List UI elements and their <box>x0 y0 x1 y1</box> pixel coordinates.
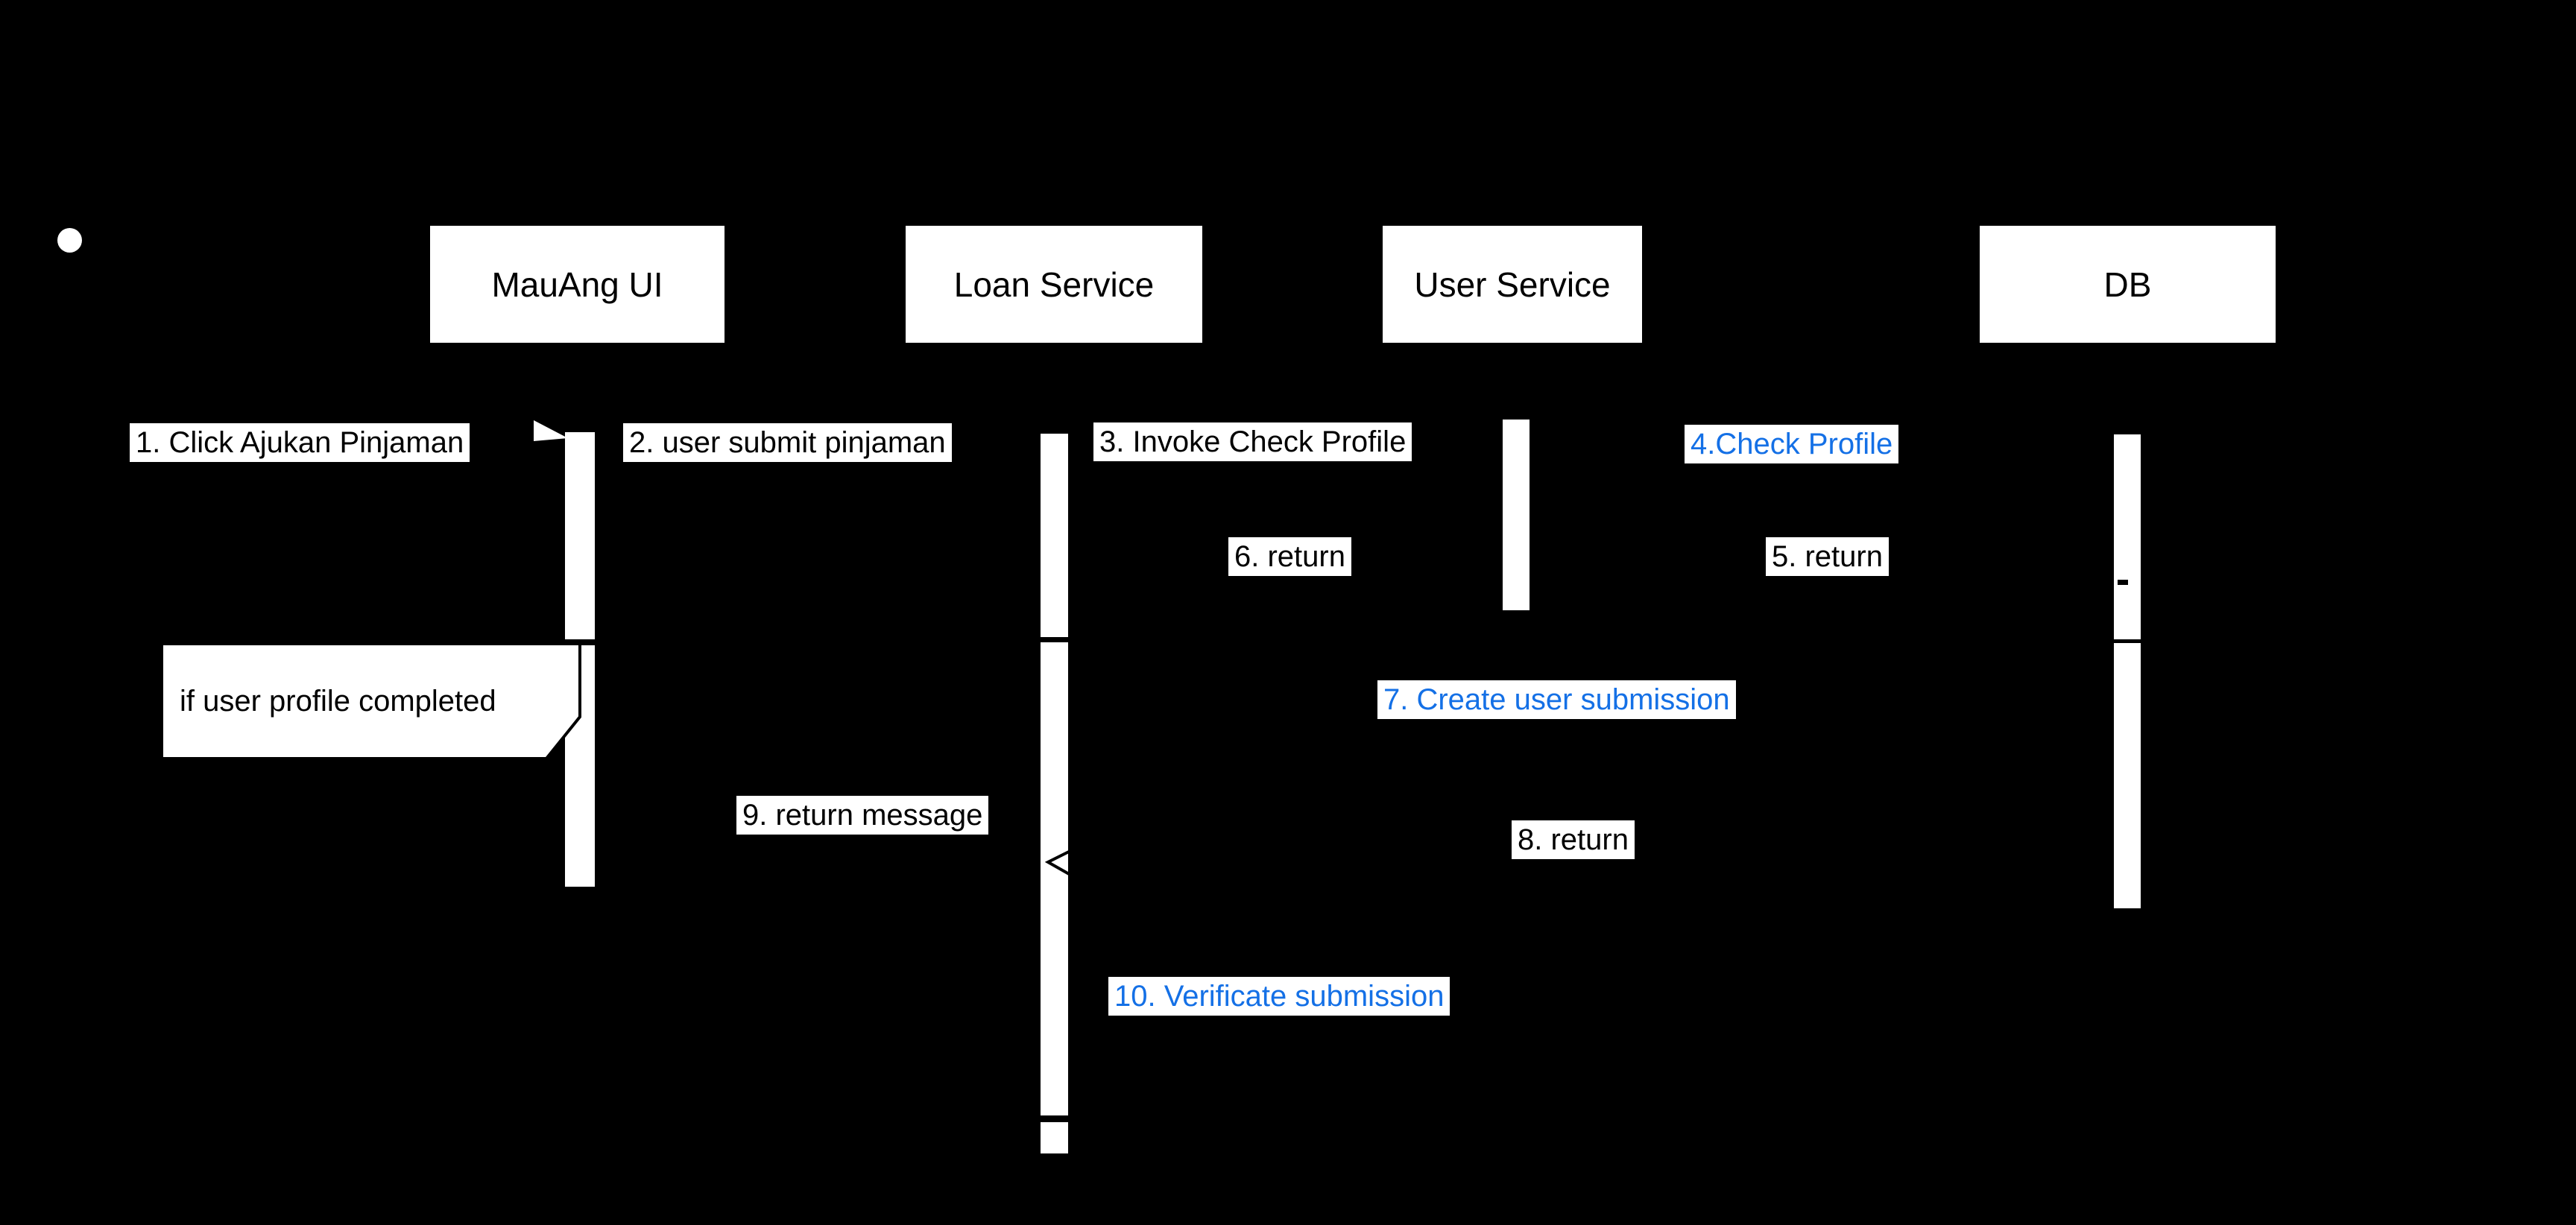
message-label-5: 5. return <box>1766 537 1889 576</box>
start-node-icon <box>57 228 82 253</box>
message-label-4: 4.Check Profile <box>1685 425 1899 463</box>
message-label-3: 3. Invoke Check Profile <box>1093 422 1412 461</box>
participant-loan-service: Loan Service <box>906 226 1202 343</box>
activation-bar-db-2 <box>2114 643 2141 908</box>
activation-bar-loan-2 <box>1041 642 1068 1115</box>
guard-note: if user profile completed <box>160 642 582 760</box>
message-1-arrowhead-icon <box>534 420 568 441</box>
message-label-7: 7. Create user submission <box>1377 680 1736 719</box>
message-label-1: 1. Click Ajukan Pinjaman <box>130 423 470 462</box>
participant-label: User Service <box>1414 265 1611 304</box>
activation-bar-loan-3 <box>1041 1122 1068 1153</box>
participant-label: DB <box>2103 265 2152 304</box>
db-dash-mark: - <box>2118 580 2128 585</box>
message-label-6: 6. return <box>1228 537 1351 576</box>
message-label-8: 8. return <box>1512 820 1635 859</box>
message-label-9: 9. return message <box>736 796 989 835</box>
message-label-2: 2. user submit pinjaman <box>623 423 952 462</box>
message-label-10: 10. Verificate submission <box>1108 977 1450 1016</box>
participant-user-service: User Service <box>1383 226 1642 343</box>
activation-bar-user-1 <box>1503 420 1530 610</box>
participant-mauang-ui: MauAng UI <box>430 226 724 343</box>
note-label: if user profile completed <box>180 684 496 718</box>
note-shape <box>160 642 581 760</box>
activation-bar-db-1 <box>2114 434 2141 639</box>
participant-label: Loan Service <box>953 265 1155 304</box>
activation-bar-mauang-1 <box>565 432 595 639</box>
return-arrowhead-icon <box>1045 849 1071 876</box>
participant-label: MauAng UI <box>491 265 663 304</box>
activation-bar-loan-1 <box>1041 434 1068 637</box>
participant-db: DB <box>1980 226 2276 343</box>
